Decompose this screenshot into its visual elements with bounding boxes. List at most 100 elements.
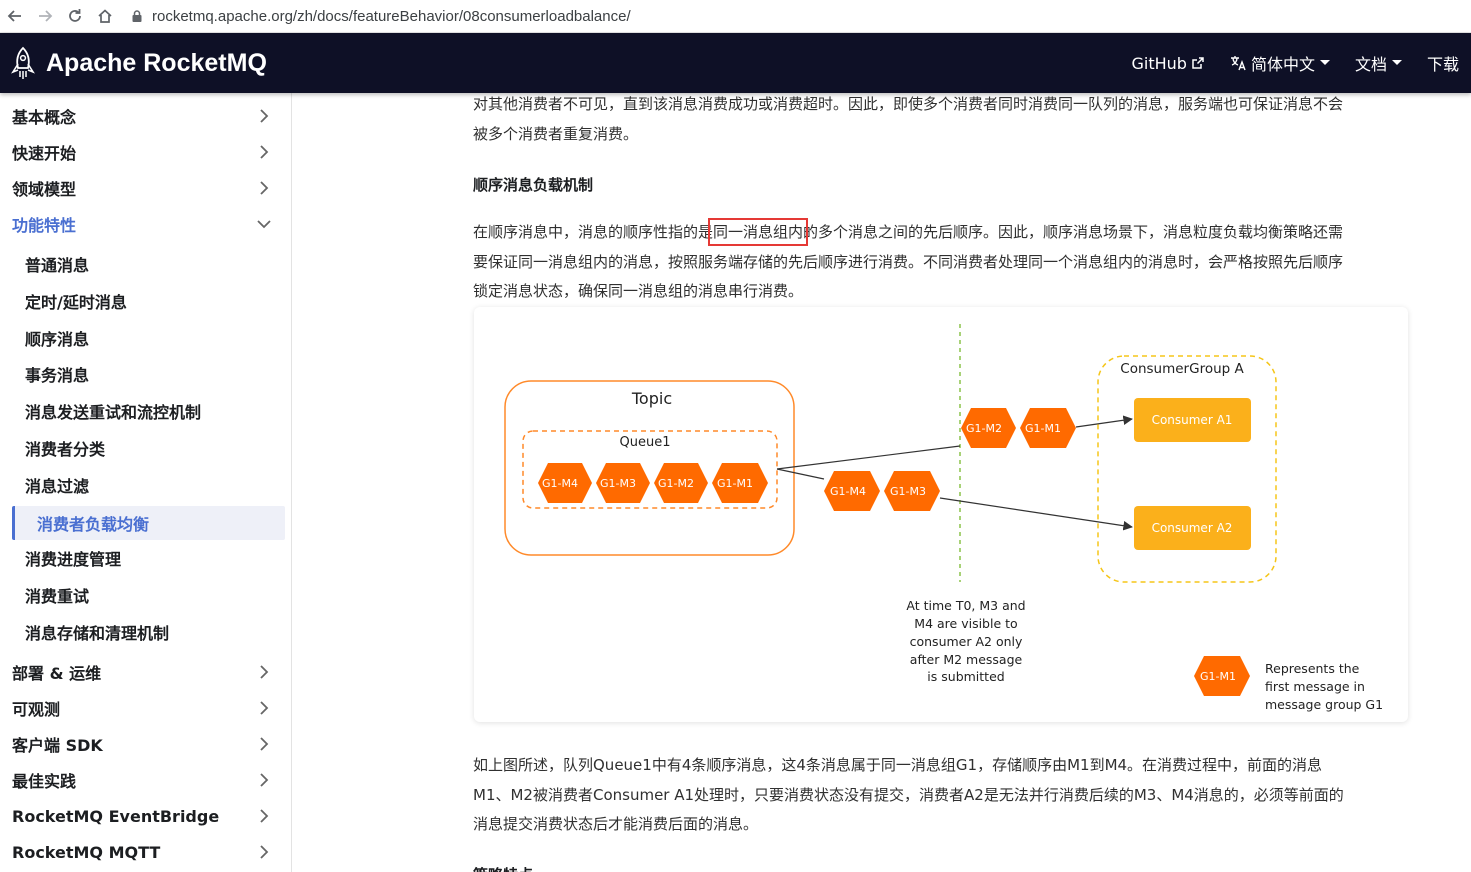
sidebar-item-consume-retry[interactable]: 消费重试	[0, 578, 285, 612]
text-line: 在顺序消息中，消息的顺序性指的是同一消息组内的多个消息之间的先后顺序。因此，顺序…	[473, 218, 1408, 248]
chevron-down-icon	[257, 220, 271, 229]
sidebar-section-features[interactable]: 功能特性	[0, 207, 285, 241]
sidebar-section-eventbridge[interactable]: RocketMQ EventBridge	[0, 799, 285, 833]
queue-message: G1-M3	[596, 463, 650, 503]
sidebar-section-label: 功能特性	[12, 216, 77, 235]
diagram-svg: Topic Queue1 G1-M4 G1-M3 G1-M2 G1-M1 G1-…	[504, 324, 1383, 712]
text-line: 对其他消费者不可见，直到该消息消费成功或消费超时。因此，即使多个消费者同时消费同…	[473, 95, 1344, 113]
intro-paragraph: 对其他消费者不可见，直到该消息消费成功或消费超时。因此，即使多个消费者同时消费同…	[473, 90, 1408, 149]
note-line: consumer A2 only	[910, 634, 1023, 649]
caret-down-icon	[1391, 60, 1402, 65]
arrow-to-lower	[776, 468, 825, 480]
translate-icon	[1230, 56, 1246, 71]
nav-download[interactable]: 下载	[1415, 51, 1471, 75]
rocketmq-logo-icon[interactable]	[8, 46, 38, 80]
sidebar-item-consumer-load-balance[interactable]: 消费者负载均衡	[12, 506, 285, 540]
chevron-right-icon	[260, 665, 269, 679]
sidebar-item-consume-progress[interactable]: 消费进度管理	[0, 541, 285, 575]
in-flight-message: G1-M1	[1020, 408, 1076, 448]
sidebar-section-label: 快速开始	[12, 144, 77, 163]
sidebar-item-transaction-message[interactable]: 事务消息	[0, 357, 285, 391]
sidebar-item-delay-message[interactable]: 定时/延时消息	[0, 284, 285, 318]
legend-line: first message in	[1265, 679, 1365, 694]
nav-github[interactable]: GitHub	[1120, 54, 1217, 73]
arrow-to-upper	[776, 445, 961, 470]
sidebar-section-label: 可观测	[12, 700, 61, 719]
sidebar-item-label: 消费者分类	[25, 440, 106, 459]
hex-label: G1-M4	[542, 477, 578, 490]
legend-line: message group G1	[1265, 697, 1383, 712]
home-icon	[98, 9, 112, 23]
chevron-right-icon	[260, 701, 269, 715]
sidebar-section-client-sdk[interactable]: 客户端 SDK	[0, 727, 285, 761]
topic-label: Topic	[631, 389, 672, 408]
forward-button[interactable]	[30, 1, 60, 31]
sidebar-item-normal-message[interactable]: 普通消息	[0, 247, 285, 281]
home-button[interactable]	[90, 1, 120, 31]
timing-note: At time T0, M3 and M4 are visible to con…	[906, 598, 1025, 684]
nav-language-label: 简体中文	[1250, 55, 1315, 74]
arrow-to-consumer-a1	[1075, 415, 1133, 428]
arrow-to-consumer-a2	[939, 497, 1133, 531]
nav-docs[interactable]: 文档	[1343, 51, 1415, 75]
chevron-right-icon	[260, 181, 269, 195]
section-heading: 顺序消息负载机制	[473, 176, 594, 194]
hex-label: G1-M1	[1025, 422, 1061, 435]
sidebar-item-ordered-message[interactable]: 顺序消息	[0, 321, 285, 355]
after-figure-paragraph: 如上图所述，队列Queue1中有4条顺序消息，这4条消息属于同一消息组G1，存储…	[473, 751, 1408, 840]
note-line: after M2 message	[910, 652, 1023, 667]
sidebar-item-consumer-types[interactable]: 消费者分类	[0, 431, 285, 465]
sidebar-item-label: 消息存储和清理机制	[25, 624, 170, 643]
chevron-right-icon	[260, 109, 269, 123]
text-span: 在顺序消息中，消息的顺序性指的是	[473, 223, 714, 241]
hex-label: G1-M4	[830, 485, 866, 498]
sidebar-section-deploy-ops[interactable]: 部署 & 运维	[0, 655, 285, 689]
hex-label: G1-M1	[717, 477, 753, 490]
consumer-a2-box	[1134, 506, 1251, 550]
sidebar-section-label: 客户端 SDK	[12, 736, 103, 755]
sidebar-section-best-practice[interactable]: 最佳实践	[0, 763, 285, 797]
sidebar-item-label: 消费重试	[25, 587, 90, 606]
sidebar-section-label: RocketMQ EventBridge	[12, 806, 220, 826]
back-button[interactable]	[0, 1, 30, 31]
consumer-a1-box	[1134, 398, 1251, 442]
text-line: 锁定消息状态，确保同一消息组的消息串行消费。	[473, 282, 804, 300]
nav-language[interactable]: 简体中文	[1217, 51, 1343, 75]
site-brand[interactable]: Apache RocketMQ	[46, 48, 267, 77]
sidebar-item-label: 消费者负载均衡	[37, 515, 150, 534]
queue-box	[522, 430, 778, 509]
note-line: is submitted	[927, 669, 1004, 684]
sidebar-section-basic-concepts[interactable]: 基本概念	[0, 99, 285, 133]
reload-button[interactable]	[60, 1, 90, 31]
external-link-icon	[1192, 57, 1204, 69]
sidebar-section-domain-model[interactable]: 领域模型	[0, 171, 285, 205]
text-line: 消息提交消费状态后才能消费后面的消息。	[473, 815, 759, 833]
chevron-right-icon	[260, 773, 269, 787]
ordered-paragraph: 在顺序消息中，消息的顺序性指的是同一消息组内的多个消息之间的先后顺序。因此，顺序…	[473, 218, 1408, 307]
sidebar-item-label: 消费进度管理	[25, 550, 122, 569]
sidebar-item-label: 普通消息	[25, 256, 90, 275]
queue-message: G1-M4	[538, 463, 592, 503]
site-header: Apache RocketMQ GitHub 简体中文 文档 下载	[0, 33, 1471, 93]
chevron-right-icon	[260, 737, 269, 751]
sidebar-item-send-retry[interactable]: 消息发送重试和流控机制	[0, 394, 285, 428]
sidebar-section-label: 基本概念	[12, 108, 77, 127]
sidebar-section-observability[interactable]: 可观测	[0, 691, 285, 725]
sidebar-item-label: 消息过滤	[25, 477, 90, 496]
queue-message: G1-M1	[712, 463, 768, 503]
sidebar-section-quick-start[interactable]: 快速开始	[0, 135, 285, 169]
sidebar-section-label: 领域模型	[12, 180, 77, 199]
note-line: At time T0, M3 and	[906, 598, 1025, 613]
url-text: rocketmq.apache.org/zh/docs/featureBehav…	[152, 7, 631, 25]
chevron-right-icon	[260, 145, 269, 159]
sidebar-item-storage-cleanup[interactable]: 消息存储和清理机制	[0, 615, 285, 649]
arrow-right-icon	[39, 10, 53, 22]
nav-download-label: 下载	[1426, 55, 1459, 74]
sidebar-section-mqtt[interactable]: RocketMQ MQTT	[0, 835, 285, 869]
text-line: 要保证同一消息组内的消息，按照服务端存储的先后顺序进行消费。不同消费者处理同一个…	[473, 252, 1344, 271]
sidebar-item-message-filter[interactable]: 消息过滤	[0, 468, 285, 502]
next-section-heading: 策略特点	[473, 864, 533, 872]
legend-badge: G1-M1	[1194, 656, 1250, 696]
address-bar[interactable]: rocketmq.apache.org/zh/docs/featureBehav…	[130, 8, 631, 25]
consumer-group-box	[1097, 355, 1277, 583]
